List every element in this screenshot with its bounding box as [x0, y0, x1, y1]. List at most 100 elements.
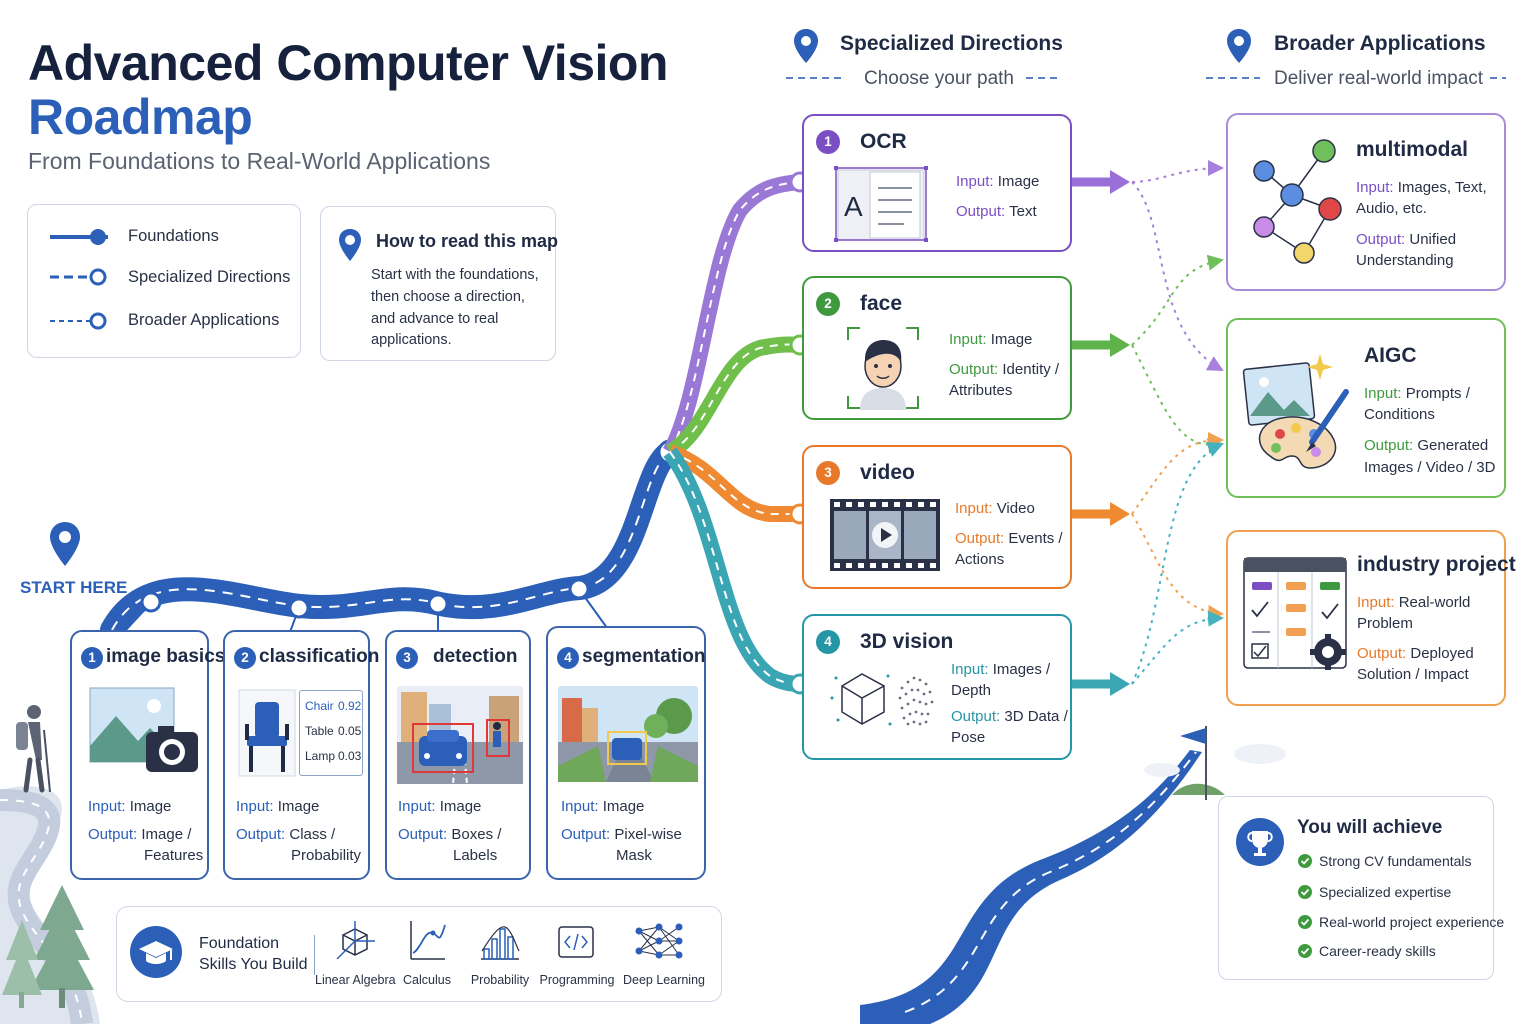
card-title: face: [860, 292, 903, 315]
foundation-card-classification[interactable]: 2 classification Chair 0.92 Table 0.05 L…: [223, 630, 379, 880]
specialized-card-video[interactable]: 3 video Input: Video Output: Events / Ac…: [802, 445, 1072, 589]
probability-icon: [481, 926, 520, 960]
io-output-line2: Mask: [616, 847, 652, 864]
how-to-read-panel: How to read this map Start with the foun…: [320, 206, 559, 361]
io-output: Output: Generated: [1364, 437, 1489, 454]
io-input: Input: Real-world: [1357, 594, 1471, 611]
video-film-icon: [830, 499, 940, 571]
card-title: classification: [259, 646, 380, 667]
step-number: 1: [816, 130, 840, 154]
face-icon: [847, 327, 919, 410]
specialized-card-ocr[interactable]: 1 OCR A Input: Image Output: Text: [802, 114, 1072, 252]
broader-column-title: Broader Applications: [1274, 32, 1486, 55]
io-output: Output: Class /: [236, 826, 336, 843]
achieve-item: Career-ready skills: [1319, 943, 1436, 959]
io-input-line2: Audio, etc.: [1356, 200, 1427, 217]
io-output: Output: Unified: [1356, 231, 1457, 248]
score-label-lamp: Lamp: [305, 749, 336, 763]
dotted-connectors: [1131, 160, 1224, 685]
skills-title: Foundation Skills You Build: [199, 933, 308, 975]
skill-deep-learning: Deep Learning: [622, 973, 705, 987]
multimodal-graph-icon: [1253, 139, 1342, 264]
io-output-line2: Labels: [453, 847, 498, 864]
step-number: 3: [816, 461, 840, 485]
legend-item-foundations: Foundations: [128, 227, 219, 245]
detection-scene-icon: [397, 686, 523, 784]
specialized-card-face[interactable]: 2 face Input: Image Output: Identity / A…: [802, 276, 1072, 420]
card-title: segmentation: [582, 646, 706, 667]
card-title: multimodal: [1356, 138, 1469, 161]
io-input: Input: Images /: [951, 661, 1051, 678]
hiker-icon: [16, 705, 51, 793]
card-title: video: [860, 461, 915, 484]
io-output: Output: Deployed: [1357, 645, 1474, 662]
io-output: Output: Boxes /: [398, 826, 502, 843]
achieve-item: Real-world project experience: [1319, 914, 1505, 930]
legend-swatches: [50, 229, 108, 330]
class-scores-panel: Chair 0.92 Table 0.05 Lamp 0.03: [299, 690, 363, 776]
io-output: Output: Pixel-wise: [561, 826, 682, 843]
calculus-icon: [410, 921, 446, 960]
io-output-line2: Features: [144, 847, 204, 864]
branch-roads: [662, 171, 811, 695]
score-label-chair: Chair: [305, 699, 334, 713]
application-card-industry-project[interactable]: industry project Input: Real-world Probl…: [1226, 530, 1516, 706]
specialized-column-title: Specialized Directions: [840, 32, 1063, 55]
how-to-read-text: Start with the foundations, then choose …: [371, 267, 539, 349]
foundation-skills-panel: Foundation Skills You Build Linear Algeb…: [116, 906, 722, 1002]
start-pin-icon: [50, 522, 80, 566]
foundation-card-image-basics[interactable]: 1 image basics Input: Image Output: Imag…: [70, 630, 225, 880]
card-title: image basics: [106, 646, 226, 667]
chair-icon: [238, 689, 296, 777]
io-output-line2: Probability: [291, 847, 362, 864]
io-input: Input: Prompts /: [1364, 385, 1470, 402]
skills-divider: [314, 935, 315, 975]
io-output-line2: Attributes: [949, 382, 1013, 399]
step-number: 3: [396, 647, 418, 669]
card-title: industry project: [1357, 553, 1516, 576]
achievements-panel: You will achieve Strong CV fundamentals …: [1218, 796, 1504, 980]
card-title: AIGC: [1364, 344, 1417, 367]
io-input: Input: Video: [955, 500, 1035, 517]
segmentation-scene-icon: [558, 686, 698, 782]
card-title: 3D vision: [860, 630, 954, 653]
io-output: Output: Text: [956, 203, 1037, 220]
io-input: Input: Images, Text,: [1356, 179, 1487, 196]
application-card-aigc[interactable]: AIGC Input: Prompts / Conditions Output:…: [1226, 318, 1506, 498]
skill-programming: Programming: [539, 973, 615, 987]
io-output: Output: Events /: [955, 530, 1063, 547]
specialized-card-3d-vision[interactable]: 4 3D vision Input: Images / Depth Output…: [802, 614, 1072, 760]
io-output-line2: Images / Video / 3D: [1364, 459, 1496, 476]
skills-title-line1: Foundation: [199, 935, 280, 952]
graduation-cap-icon: [130, 926, 182, 978]
io-input-line2: Problem: [1357, 615, 1413, 632]
achieve-item: Strong CV fundamentals: [1319, 853, 1472, 869]
foundation-card-detection[interactable]: 3 detection Input: Image Output: Boxes /…: [385, 630, 531, 880]
legend-panel: Foundations Specialized Directions Broad…: [27, 204, 301, 358]
skill-linear-algebra: Linear Algebra: [315, 973, 396, 987]
foundation-card-segmentation[interactable]: 4 segmentation Input: Image Output: Pixe…: [546, 626, 706, 880]
io-input: Input: Image: [956, 173, 1040, 190]
palette-image-icon: [1242, 354, 1349, 469]
io-output-line2: Solution / Impact: [1357, 666, 1469, 683]
card-title: OCR: [860, 130, 907, 153]
io-output-line2: Pose: [951, 729, 986, 746]
achieve-title: You will achieve: [1297, 817, 1443, 838]
image-camera-icon: [89, 687, 198, 772]
kanban-board-icon: [1243, 557, 1347, 670]
svg-text:A: A: [844, 191, 863, 222]
score-label-table: Table: [305, 724, 334, 738]
page-title: Advanced Computer Vision: [28, 35, 668, 91]
how-to-read-title: How to read this map: [376, 231, 559, 251]
score-value-lamp: 0.03: [338, 749, 362, 763]
page-title-highlight: Roadmap: [28, 89, 253, 145]
application-card-multimodal[interactable]: multimodal Input: Images, Text, Audio, e…: [1226, 113, 1506, 291]
step-number: 4: [557, 647, 579, 669]
io-input: Input: Image: [949, 331, 1033, 348]
score-value-chair: 0.92: [338, 699, 362, 713]
location-pin-icon: [339, 229, 361, 261]
check-circle-icon: [1298, 944, 1312, 958]
goal-road: [860, 726, 1286, 1024]
io-input: Input: Image: [236, 798, 320, 815]
